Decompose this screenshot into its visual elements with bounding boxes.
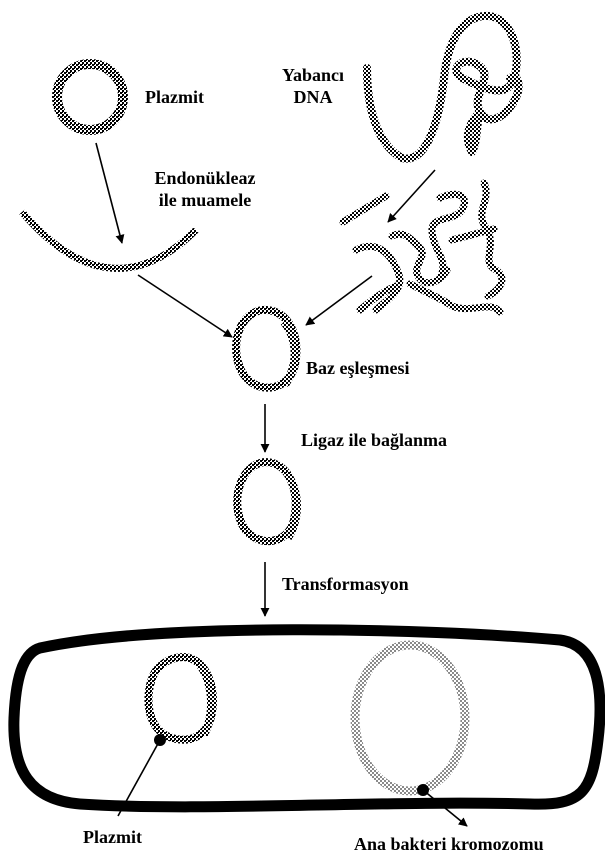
arrow-plasmid-to-cut — [96, 143, 122, 243]
label-foreign-dna: Yabancı DNA — [268, 64, 358, 108]
foreign-segment-in-cell — [200, 665, 211, 735]
dna-fragment — [482, 183, 502, 296]
foreign-dna-strand — [367, 16, 519, 159]
dna-fragments — [343, 183, 502, 312]
label-foreign-dna-line1: Yabancı — [268, 64, 358, 86]
plasmid-pointer-dot — [154, 734, 166, 746]
label-transformation: Transformasyon — [282, 573, 409, 595]
label-endonuclease-line2: ile muamele — [140, 189, 270, 211]
chromosome-pointer-dot — [417, 784, 429, 796]
label-ligase: Ligaz ile bağlanma — [301, 429, 447, 451]
bacterial-cell — [14, 630, 600, 807]
label-chromosome: Ana bakteri kromozomu — [354, 833, 544, 855]
cut-plasmid-arc — [22, 212, 196, 268]
plasmid-ring-top — [57, 64, 123, 130]
arrow-cut-to-pairing — [138, 275, 232, 337]
label-plasmid-bottom: Plazmit — [83, 826, 142, 848]
dna-fragment — [343, 196, 386, 222]
label-endonuclease: Endonükleaz ile muamele — [140, 167, 270, 211]
label-endonuclease-line1: Endonükleaz — [140, 167, 270, 189]
label-plasmid-top: Plazmit — [145, 86, 204, 108]
arrow-dna-to-fragments — [388, 170, 435, 222]
label-foreign-dna-line2: DNA — [268, 86, 358, 108]
recombinant-plasmid-ligated — [237, 462, 295, 541]
bacterial-chromosome — [355, 645, 465, 791]
arrow-fragments-to-pairing — [306, 276, 372, 325]
label-base-pairing: Baz eşleşmesi — [306, 357, 409, 379]
